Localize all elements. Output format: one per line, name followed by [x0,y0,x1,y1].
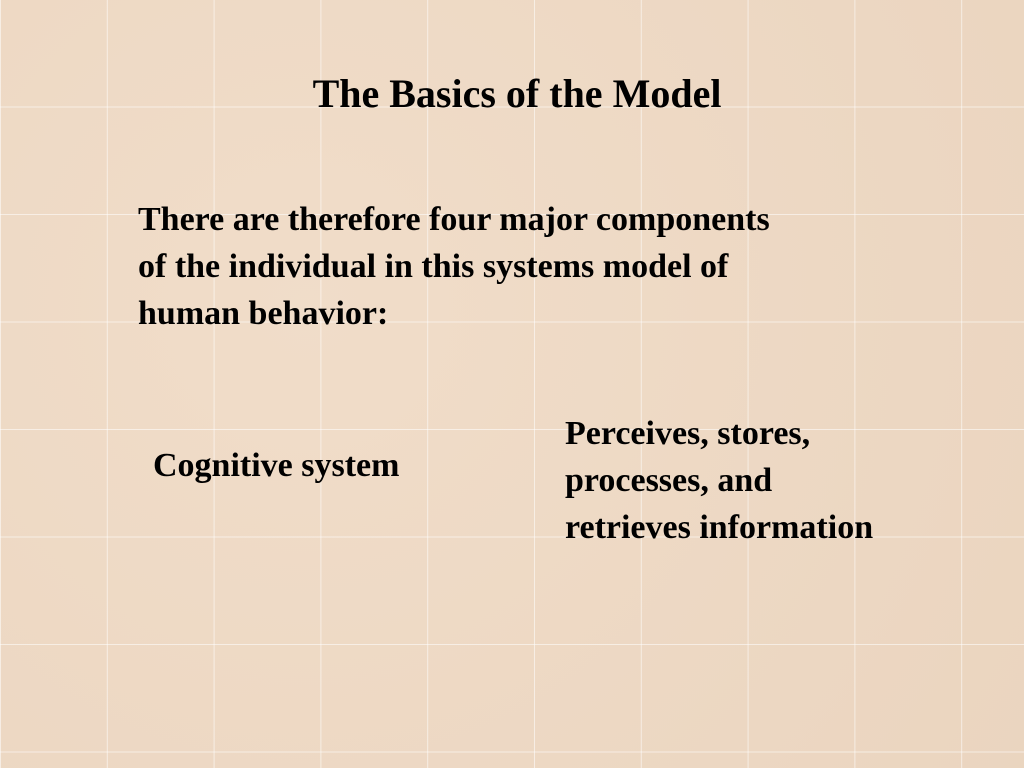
intro-paragraph: There are therefore four major component… [138,196,898,337]
definition-line: retrieves information [565,509,874,546]
slide-title: The Basics of the Model [312,71,722,116]
component-term: Cognitive system [153,447,400,484]
intro-line: There are therefore four major component… [138,201,770,238]
intro-line: of the individual in this systems model … [138,248,729,285]
definition-line: processes, and [565,462,773,499]
component-definition: Perceives, stores, processes, and retrie… [565,410,985,551]
intro-line: human behavior: [138,295,389,332]
definition-line: Perceives, stores, [565,415,811,452]
